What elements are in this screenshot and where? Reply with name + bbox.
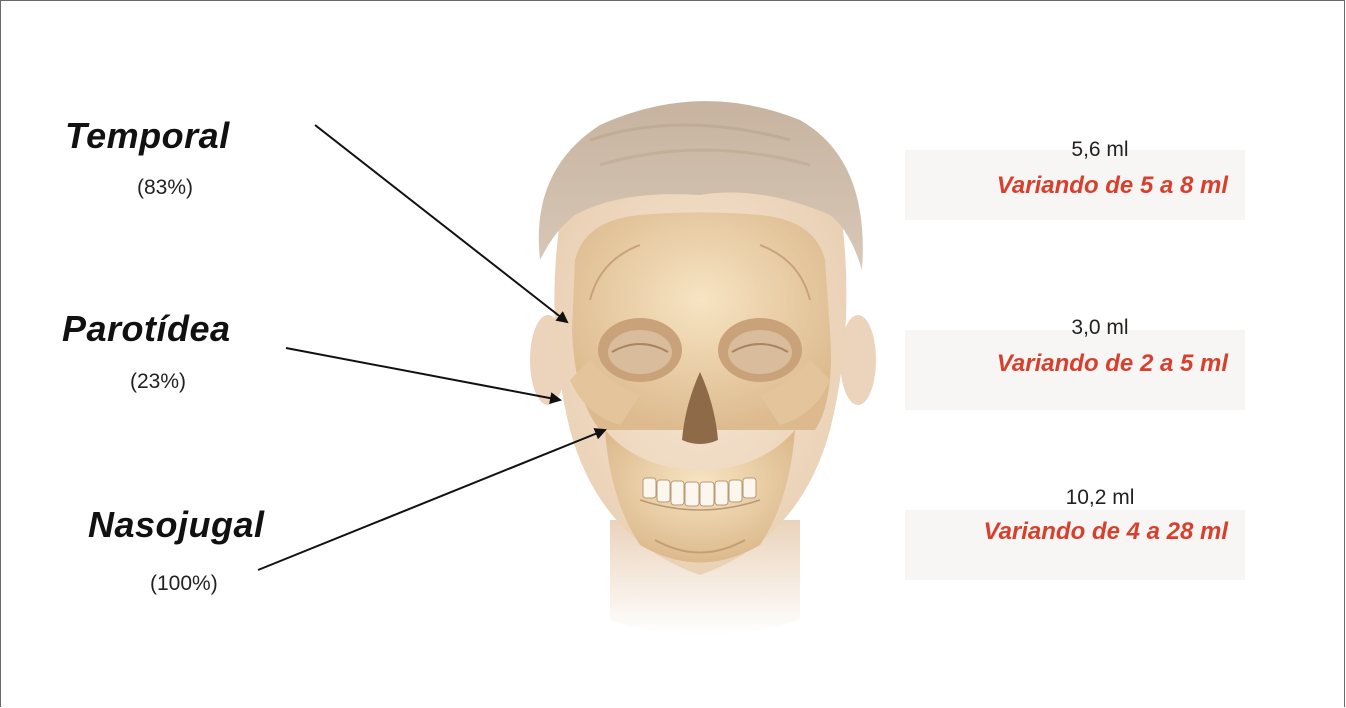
region-percent-temporal: (83%) <box>137 176 193 200</box>
volume-nasojugal: 10,2 ml <box>990 486 1210 510</box>
arrow-temporal <box>315 125 567 322</box>
region-name-temporal: Temporal <box>65 115 230 157</box>
region-name-nasojugal: Nasojugal <box>88 504 265 546</box>
arrow-nasojugal <box>258 430 605 570</box>
region-percent-parotidea: (23%) <box>130 370 186 394</box>
range-parotidea: Variando de 2 a 5 ml <box>888 350 1228 378</box>
region-percent-nasojugal: (100%) <box>150 572 218 596</box>
range-nasojugal: Variando de 4 a 28 ml <box>888 518 1228 546</box>
region-name-parotidea: Parotídea <box>62 308 231 350</box>
volume-parotidea: 3,0 ml <box>990 316 1210 340</box>
volume-temporal: 5,6 ml <box>990 138 1210 162</box>
range-temporal: Variando de 5 a 8 ml <box>888 172 1228 200</box>
arrow-parotidea <box>286 348 560 400</box>
